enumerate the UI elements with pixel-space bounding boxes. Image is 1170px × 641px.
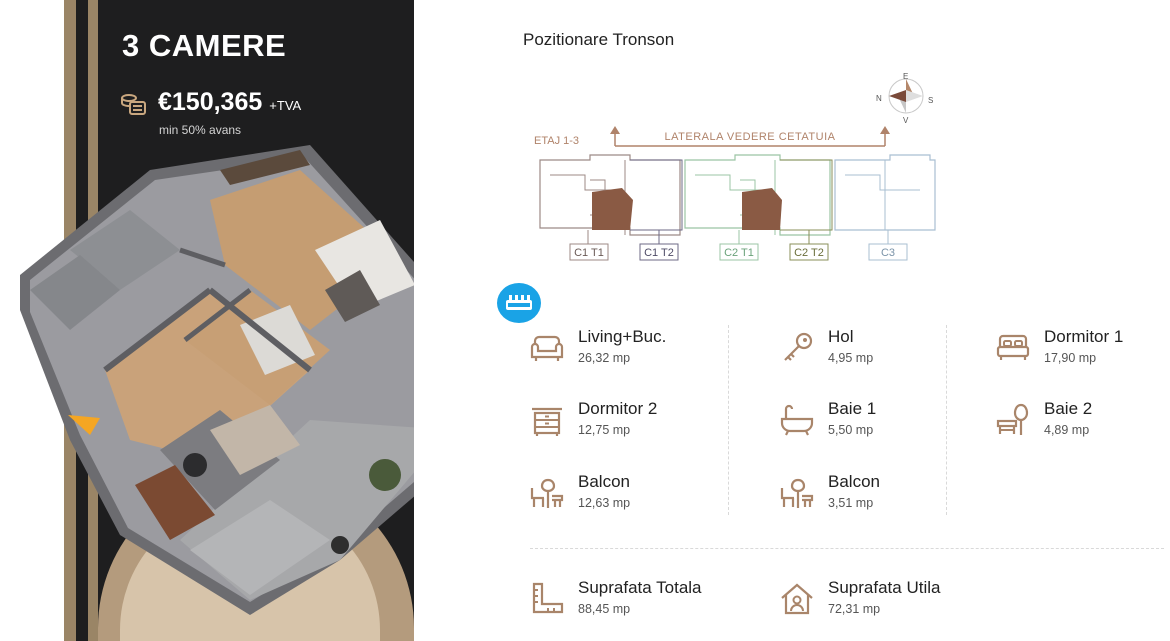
room-area: 12,63 mp — [578, 496, 631, 510]
apartment-title: 3 CAMERE — [122, 28, 287, 63]
room-item: Dormitor 1 17,90 mp — [994, 327, 1123, 367]
room-item: Hol 4,95 mp — [778, 327, 873, 367]
key-icon — [784, 332, 813, 361]
room-name: Living+Buc. — [578, 327, 667, 346]
floating-widget-button[interactable] — [497, 283, 541, 323]
side-label: LATERALA VEDERE CETATUIA — [665, 131, 836, 143]
total-area: 88,45 mp — [578, 602, 631, 616]
bed-icon — [996, 334, 1030, 360]
room-area: 17,90 mp — [1044, 351, 1097, 365]
price-value: €150,365 — [158, 88, 263, 116]
chair-icon — [780, 478, 814, 508]
useful-area-item: Suprafata Utila 72,31 mp — [778, 578, 940, 618]
compass-icon: N E S V — [876, 72, 933, 125]
room-name: Balcon — [578, 472, 630, 491]
coins-icon — [121, 93, 146, 115]
room-area: 4,95 mp — [828, 351, 874, 365]
compass-e: E — [903, 72, 908, 81]
ruler-icon — [532, 582, 564, 614]
divider — [530, 548, 1164, 549]
dresser-icon — [532, 407, 562, 436]
positioning-title: Pozitionare Tronson — [523, 30, 675, 49]
total-area: 72,31 mp — [828, 602, 881, 616]
room-name: Baie 1 — [828, 399, 877, 418]
chair-icon — [530, 478, 564, 508]
room-name: Dormitor 1 — [1044, 327, 1124, 346]
room-item: Balcon 3,51 mp — [778, 472, 880, 512]
compass-n: N — [876, 94, 882, 103]
section-label: C1 T2 — [644, 247, 674, 259]
room-item: Balcon 12,63 mp — [528, 472, 630, 512]
room-name: Balcon — [828, 472, 880, 491]
room-name: Hol — [828, 327, 854, 346]
tax-label: +TVA — [269, 98, 302, 113]
room-name: Baie 2 — [1044, 399, 1093, 418]
floor-label: ETAJ 1-3 — [534, 135, 579, 147]
ruler-measure-icon — [506, 295, 532, 310]
rooms-grid: Living+Buc. 26,32 mp Hol 4,95 mp — [528, 325, 1168, 525]
room-area: 3,51 mp — [828, 496, 874, 510]
sofa-icon — [530, 335, 564, 361]
compass-v: V — [903, 116, 909, 125]
deposit-note: min 50% avans — [159, 123, 242, 137]
total-name: Suprafata Utila — [828, 578, 941, 597]
building-section-diagram: ETAJ 1-3 LATERALA VEDERE CETATUIA C1 T1 … — [534, 126, 936, 261]
apartment-visual-panel: 3 CAMERE €150,365 +TVA min 50% avans — [0, 0, 414, 641]
price-row: €150,365 +TVA — [120, 88, 301, 117]
room-item: Baie 1 5,50 mp — [778, 399, 876, 439]
room-area: 4,89 mp — [1044, 423, 1090, 437]
compass-s: S — [928, 96, 933, 105]
floor-plan-illustration — [20, 145, 414, 615]
room-item: Dormitor 2 12,75 mp — [528, 399, 657, 439]
room-item: Living+Buc. 26,32 mp — [528, 327, 666, 367]
room-area: 26,32 mp — [578, 351, 631, 365]
section-label: C2 T2 — [794, 247, 824, 259]
section-label: C2 T1 — [724, 247, 754, 259]
room-area: 12,75 mp — [578, 423, 631, 437]
room-area: 5,50 mp — [828, 423, 874, 437]
section-label: C3 — [881, 247, 895, 259]
bathtub-icon — [780, 404, 814, 436]
house-user-icon — [781, 583, 813, 615]
total-name: Suprafata Totala — [578, 578, 702, 597]
tree-bench-icon — [996, 403, 1029, 435]
room-item: Baie 2 4,89 mp — [994, 399, 1092, 439]
total-area-item: Suprafata Totala 88,45 mp — [528, 578, 702, 618]
section-label: C1 T1 — [574, 247, 604, 259]
room-name: Dormitor 2 — [578, 399, 658, 418]
